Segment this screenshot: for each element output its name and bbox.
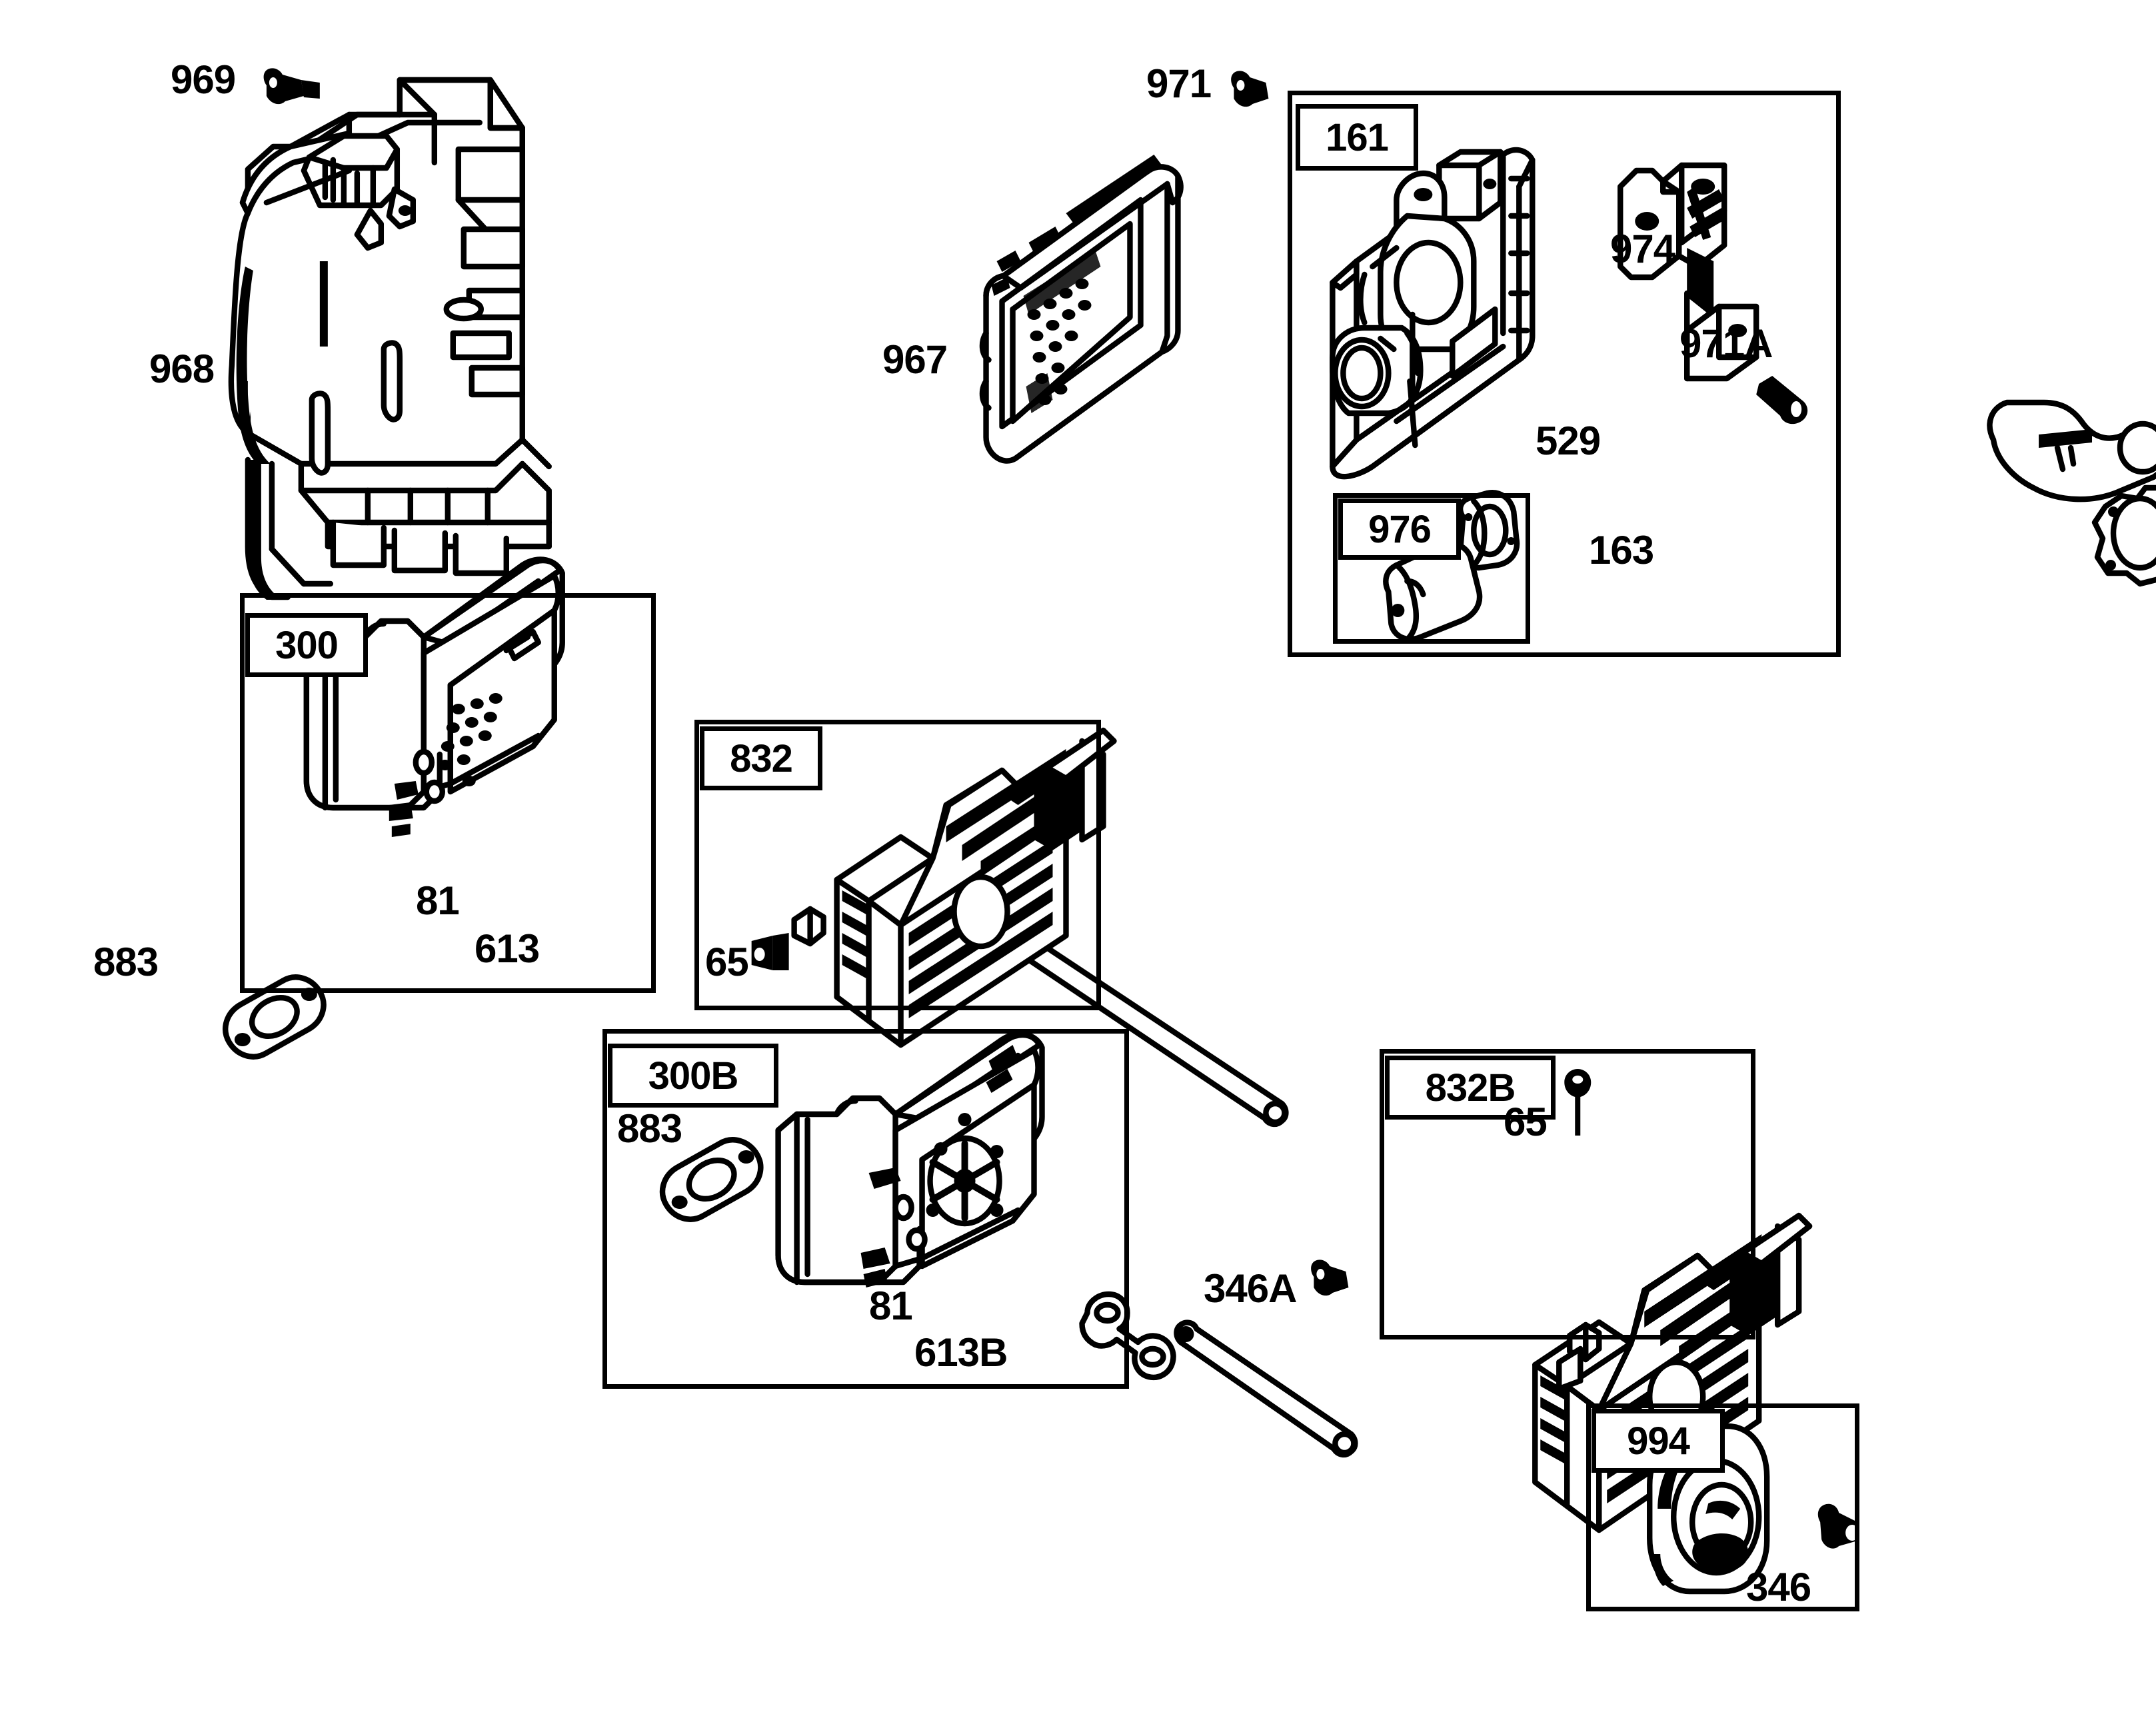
group-box-832 [694,720,1101,1010]
part-65B-screw [1564,1069,1592,1136]
callout-346: 346 [1746,1565,1811,1609]
part-346A-screw [1311,1260,1349,1296]
callout-971: 971 [1146,61,1212,106]
group-box-label-994: 994 [1592,1409,1725,1473]
part-976-breather-tube [1383,490,1520,643]
callout-883: 883 [93,940,159,984]
callout-883-b: 883 [617,1106,682,1151]
group-box-label-832: 832 [700,726,822,790]
callout-967: 967 [882,337,948,382]
part-613B-stud [1174,1319,1358,1458]
part-300-muffler [303,556,565,837]
callout-613: 613 [475,926,540,971]
callout-65: 65 [705,940,749,984]
callout-346A: 346A [1204,1266,1297,1311]
part-971A-screw [1756,376,1808,425]
callout-81-b: 81 [869,1284,913,1328]
group-box-label-161: 161 [1296,104,1418,171]
callout-163: 163 [1589,528,1654,572]
group-box-label-832B: 832B [1385,1056,1556,1120]
group-box-994 [1586,1403,1859,1611]
part-163-carburetor-gasket [2091,484,2156,587]
group-box-label-300B: 300B [608,1044,778,1108]
part-967-air-filter [979,155,1184,464]
part-971-screw [1231,71,1269,107]
group-box-300B [602,1029,1129,1389]
part-969-screw [263,68,320,105]
callout-81: 81 [416,878,460,923]
group-box-300 [240,593,656,993]
part-883B-gasket [659,1137,764,1222]
part-832-guard [791,727,1117,1048]
group-box-label-976: 976 [1338,498,1461,560]
part-300B-muffler [775,1031,1045,1288]
part-968-air-cleaner-shroud [228,77,552,600]
group-box-label-300: 300 [245,613,368,677]
callout-969: 969 [171,57,236,102]
callout-613B: 613B [914,1330,1008,1375]
part-161-air-cleaner-base [1330,147,1536,480]
part-994-deflector [1647,1423,1770,1595]
group-box-832B [1380,1049,1755,1339]
part-529-intake-elbow [1987,399,2156,502]
group-box-161 [1288,91,1841,657]
callout-65-b: 65 [1504,1100,1548,1144]
part-974-control-bracket [1617,162,1759,382]
callout-974: 974 [1610,227,1675,271]
part-65-screw [751,933,789,970]
callout-529: 529 [1536,419,1601,463]
group-box-976 [1333,493,1530,644]
callout-971A: 971A [1679,321,1773,366]
callout-968: 968 [149,347,215,391]
